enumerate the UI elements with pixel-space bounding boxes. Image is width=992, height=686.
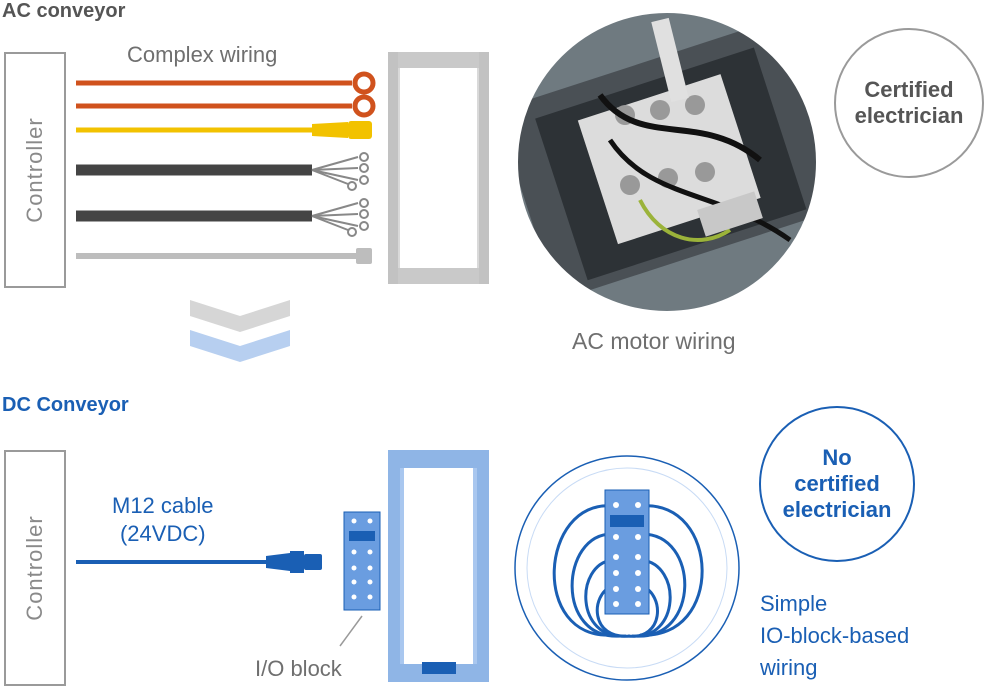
simple-wiring-label: Simple IO-block-based wiring — [760, 588, 909, 684]
wire-dark-1-fanout — [311, 152, 369, 191]
gray-plug — [356, 248, 372, 264]
wire-dark-2-fanout — [311, 198, 369, 237]
ac-controller-box: Controller — [4, 52, 66, 288]
dc-conveyor-frame — [388, 450, 489, 682]
ring-terminal-1 — [352, 71, 376, 95]
complex-wiring-label: Complex wiring — [127, 42, 278, 67]
m12-cable-label: M12 cable (24VDC) — [112, 492, 214, 548]
io-wiring-illustration — [514, 455, 740, 681]
ring-terminal-2 — [352, 94, 376, 118]
yellow-connector — [312, 122, 348, 138]
simple-wiring-line1: Simple — [760, 591, 828, 616]
ac-wires — [76, 71, 376, 264]
badge-line-2: certified — [794, 471, 880, 496]
ac-section-heading: AC conveyor — [2, 0, 126, 22]
motor-photo-ring — [516, 11, 818, 313]
badge-line-1: No — [822, 445, 852, 470]
yellow-connector-cap — [348, 121, 372, 139]
ac-conveyor-frame — [388, 52, 489, 284]
simple-wiring-line2: IO-block-based — [760, 623, 910, 648]
dc-section-heading: DC Conveyor — [2, 394, 129, 416]
dc-controller-label: Controller — [22, 515, 47, 621]
certified-electrician-badge: Certified electrician — [834, 28, 984, 178]
dc-controller-box: Controller — [4, 450, 66, 686]
io-block-label: I/O block — [255, 656, 342, 681]
ac-motor-photo — [517, 12, 817, 312]
chevron-down-icon — [190, 300, 290, 362]
m12-cable-label-line2: (24VDC) — [119, 521, 206, 546]
dc-m12-cable — [76, 551, 322, 573]
badge-line-3: electrician — [782, 497, 892, 522]
m12-cable-label-line1: M12 cable — [112, 493, 214, 518]
simple-wiring-line3: wiring — [760, 655, 818, 680]
ac-motor-caption: AC motor wiring — [572, 328, 736, 354]
io-block — [339, 511, 381, 647]
certified-electrician-text: Certified electrician — [854, 77, 964, 128]
no-certified-electrician-badge: No certified electrician — [759, 406, 915, 562]
